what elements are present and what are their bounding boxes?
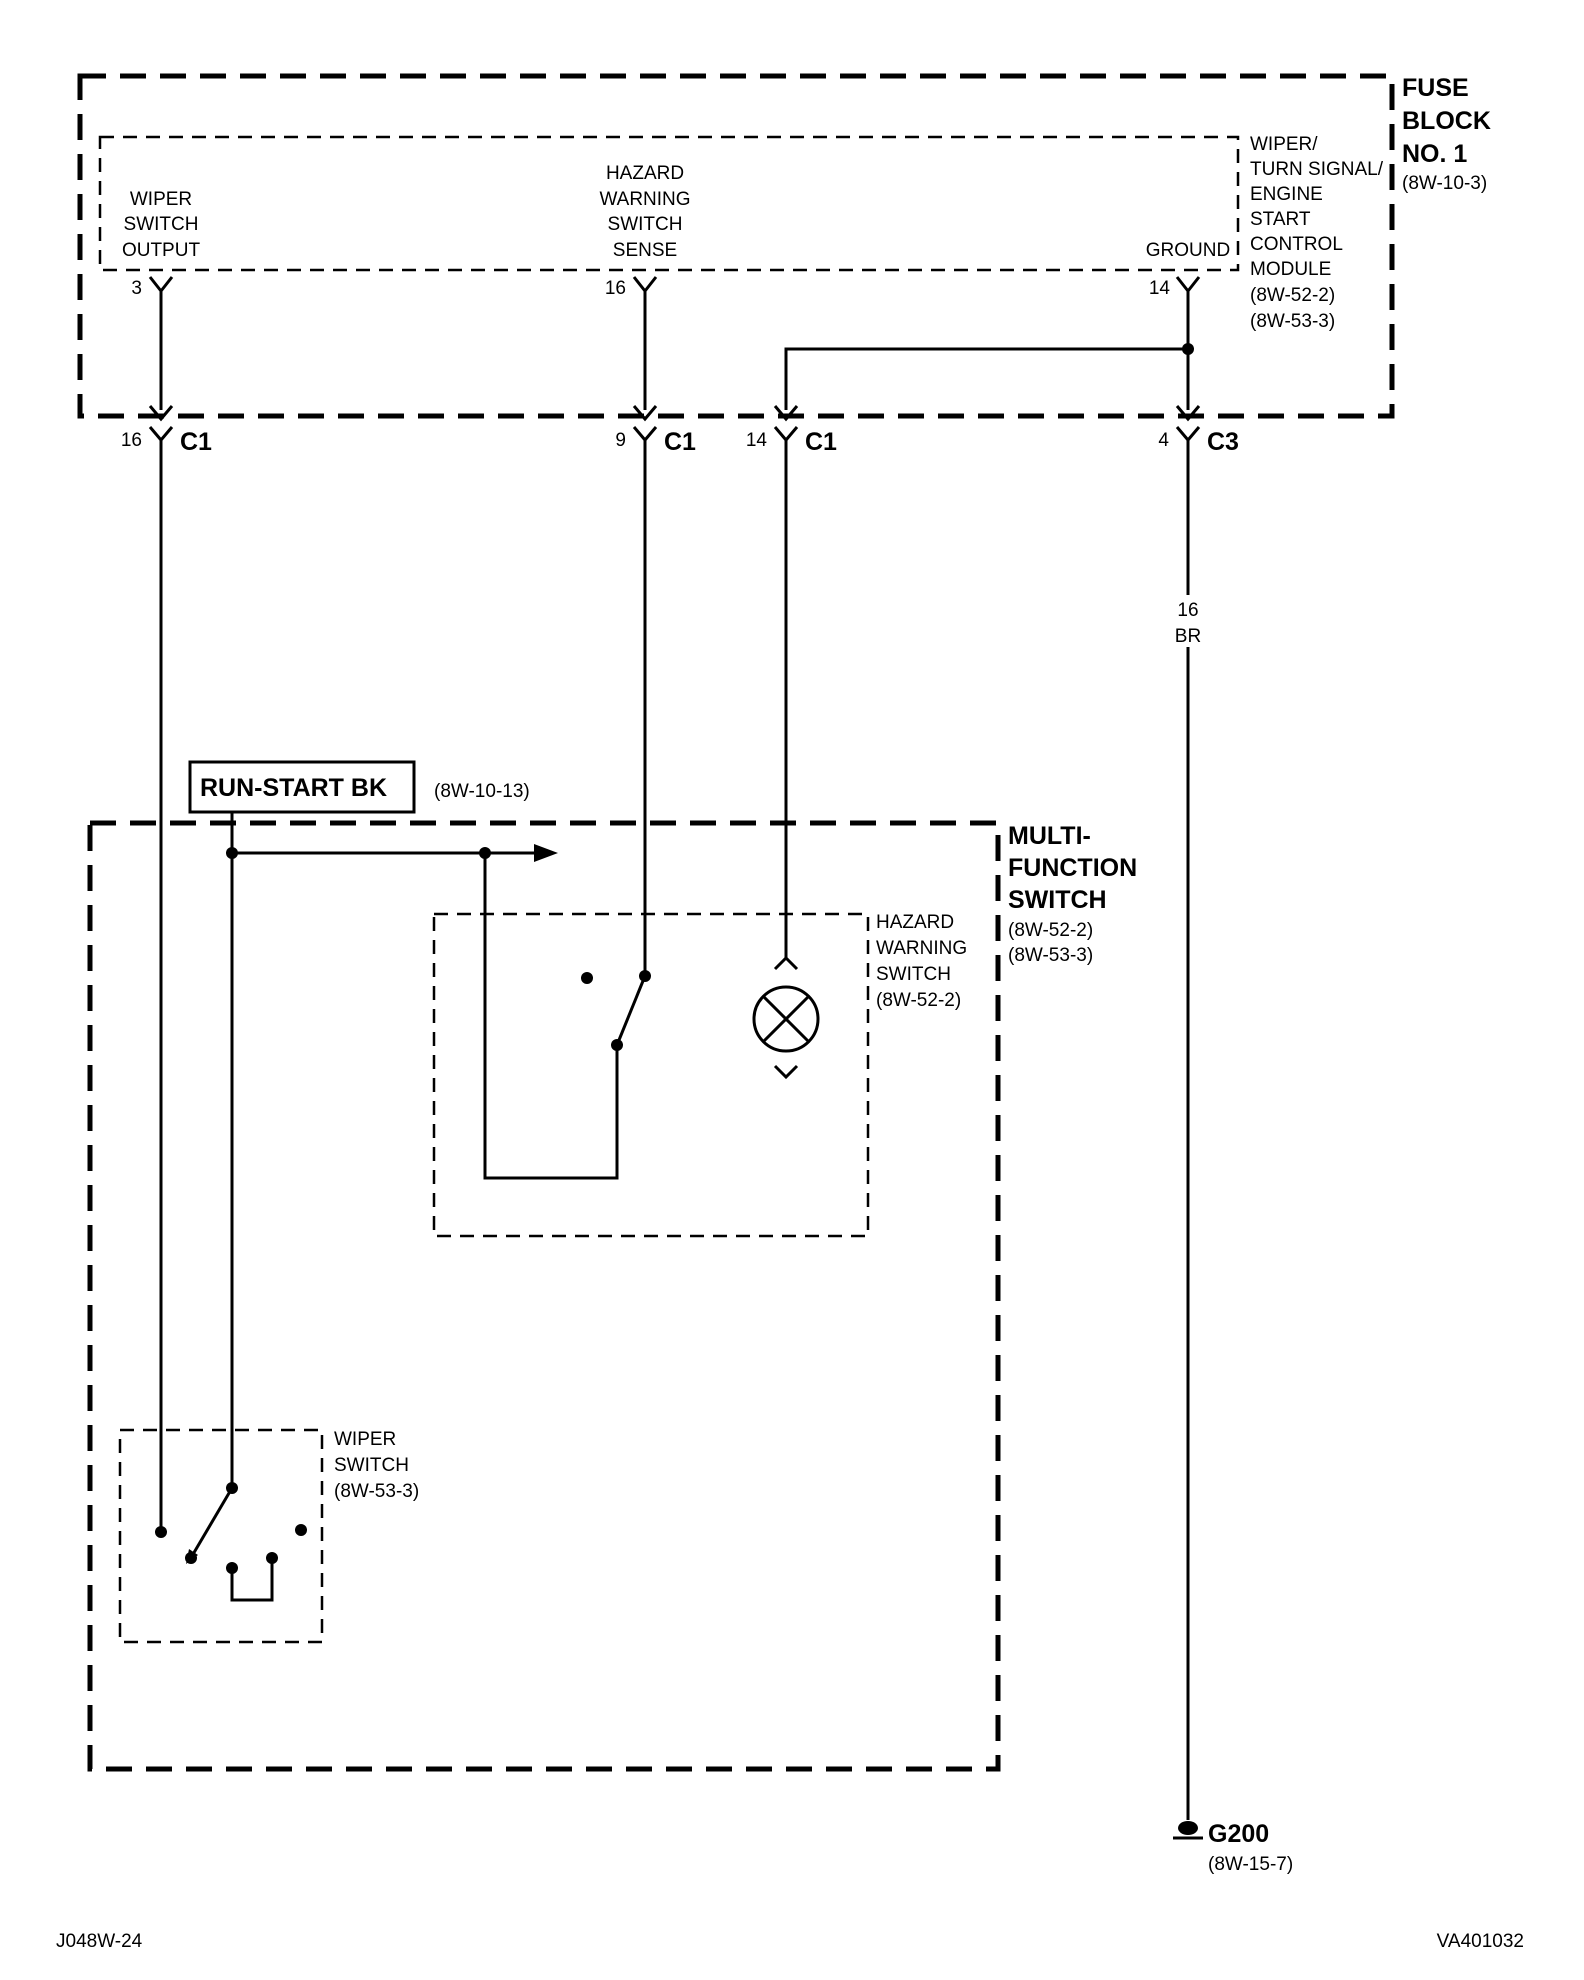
module-ref: (8W-52-2) (1250, 285, 1335, 306)
module-outline (98, 135, 1240, 272)
ground-g200: G200 (8W-15-7) (1173, 1820, 1293, 1875)
module-label-line: TURN SIGNAL/ (1250, 159, 1384, 180)
multifunction-switch-outline (87, 820, 1001, 1772)
svg-text:FUNCTION: FUNCTION (1008, 854, 1137, 882)
switch-pivot (611, 1039, 623, 1051)
wiper-switch-label: WIPER SWITCH (8W-53-3) (334, 1429, 419, 1502)
ground-ref: (8W-15-7) (1208, 1854, 1293, 1875)
svg-text:MULTI-: MULTI- (1008, 822, 1091, 850)
svg-text:WARNING: WARNING (876, 938, 967, 959)
svg-text:C1: C1 (180, 428, 212, 456)
boundary-connector-outer (1175, 426, 1201, 443)
switch-contact (155, 1526, 167, 1538)
svg-text:(8W-53-3): (8W-53-3) (1008, 945, 1093, 966)
inner-connector-pin-14 (1175, 276, 1201, 294)
hazard-switch-label: HAZARD WARNING SWITCH (8W-52-2) (876, 912, 967, 1011)
svg-text:OUTPUT: OUTPUT (122, 240, 201, 261)
wire-color: BR (1175, 626, 1201, 647)
diagram-code-right: VA401032 (1437, 1931, 1524, 1952)
svg-text:HAZARD: HAZARD (876, 912, 954, 933)
pin-number: 16 (605, 278, 626, 299)
run-start-label: RUN-START BK (200, 774, 387, 802)
svg-text:(8W-53-3): (8W-53-3) (334, 1481, 419, 1502)
wiper-switch-blade (190, 1487, 234, 1557)
fuse-block-title-line-2: BLOCK (1402, 107, 1491, 135)
svg-text:SWITCH: SWITCH (876, 964, 951, 985)
module-label-line: WIPER/ (1250, 134, 1318, 155)
lamp-icon (752, 955, 820, 1080)
terminal-label-ground: GROUND 14 (1146, 240, 1230, 299)
ground-label: G200 (1208, 1820, 1269, 1848)
svg-text:(8W-52-2): (8W-52-2) (876, 990, 961, 1011)
svg-text:C1: C1 (664, 428, 696, 456)
boundary-connector-inner (773, 405, 799, 422)
boundary-connector-inner (1175, 405, 1201, 422)
hazard-switch-outline (432, 912, 870, 1238)
svg-text:SWITCH: SWITCH (124, 214, 199, 235)
svg-text:WIPER: WIPER (130, 189, 192, 210)
pin-number: 3 (131, 278, 142, 299)
hazard-switch-blade (615, 975, 647, 1046)
wiper-switch-jumper (230, 1558, 274, 1602)
svg-text:WARNING: WARNING (599, 189, 690, 210)
module-label: WIPER/ TURN SIGNAL/ ENGINE START CONTROL… (1250, 134, 1384, 332)
ground-wire-label: 16 BR (1170, 595, 1206, 647)
boundary-connector-outer (632, 426, 658, 443)
svg-text:SENSE: SENSE (613, 240, 677, 261)
switch-contact (581, 972, 593, 984)
diagram-code-left: J048W-24 (56, 1931, 143, 1952)
pin-number: 14 (1149, 278, 1171, 299)
ground-icon (1178, 1821, 1198, 1835)
svg-text:9: 9 (615, 430, 626, 451)
fuse-block-title-line-1: FUSE (1402, 74, 1469, 102)
connector-c1-pin-16: 16 C1 (121, 428, 212, 456)
svg-text:C3: C3 (1207, 428, 1239, 456)
svg-text:SWITCH: SWITCH (334, 1455, 409, 1476)
module-ref: (8W-53-3) (1250, 311, 1335, 332)
svg-text:4: 4 (1158, 430, 1169, 451)
fuse-block-label: FUSE BLOCK NO. 1 (8W-10-3) (1402, 74, 1491, 194)
svg-text:SWITCH: SWITCH (608, 214, 683, 235)
svg-text:SWITCH: SWITCH (1008, 886, 1107, 914)
splice-dot (226, 847, 238, 859)
svg-text:HAZARD: HAZARD (606, 163, 684, 184)
svg-text:C1: C1 (805, 428, 837, 456)
switch-contact (639, 970, 651, 982)
module-label-line: MODULE (1250, 259, 1331, 280)
svg-text:WIPER: WIPER (334, 1429, 396, 1450)
run-start-feed: RUN-START BK (8W-10-13) (188, 760, 530, 814)
arrow-icon (534, 844, 558, 862)
run-start-ref: (8W-10-13) (434, 781, 530, 802)
svg-text:GROUND: GROUND (1146, 240, 1230, 261)
fuse-block-ref: (8W-10-3) (1402, 173, 1487, 194)
ground-branch-wire (784, 347, 1188, 410)
boundary-connector-outer (148, 426, 174, 443)
boundary-connector-outer (773, 426, 799, 443)
connector-c3-pin-4: 4 C3 (1158, 428, 1239, 456)
terminal-label-wiper-output: WIPER SWITCH OUTPUT 3 (122, 189, 201, 299)
svg-text:14: 14 (746, 430, 768, 451)
connector-c1-pin-9: 9 C1 (615, 428, 696, 456)
fuse-block-title-line-3: NO. 1 (1402, 140, 1467, 168)
module-label-line: CONTROL (1250, 234, 1343, 255)
boundary-connector-inner (632, 405, 658, 422)
switch-contact (295, 1524, 307, 1536)
inner-connector-pin-3 (148, 276, 174, 294)
wiper-switch-outline (118, 1428, 324, 1644)
svg-text:16: 16 (121, 430, 142, 451)
svg-text:(8W-52-2): (8W-52-2) (1008, 920, 1093, 941)
module-label-line: ENGINE (1250, 184, 1323, 205)
switch-contact (185, 1552, 197, 1564)
wire-gauge: 16 (1177, 600, 1198, 621)
multifunction-switch-label: MULTI- FUNCTION SWITCH (8W-52-2) (8W-53-… (1008, 822, 1137, 966)
module-label-line: START (1250, 209, 1311, 230)
boundary-connector-inner (148, 405, 174, 422)
fuse-block-outline (77, 73, 1395, 419)
terminal-label-hazard-sense: HAZARD WARNING SWITCH SENSE 16 (599, 163, 690, 299)
wire-hazard-switch-feed (483, 853, 619, 1180)
connector-c1-pin-14: 14 C1 (746, 428, 837, 456)
inner-connector-pin-16 (632, 276, 658, 294)
